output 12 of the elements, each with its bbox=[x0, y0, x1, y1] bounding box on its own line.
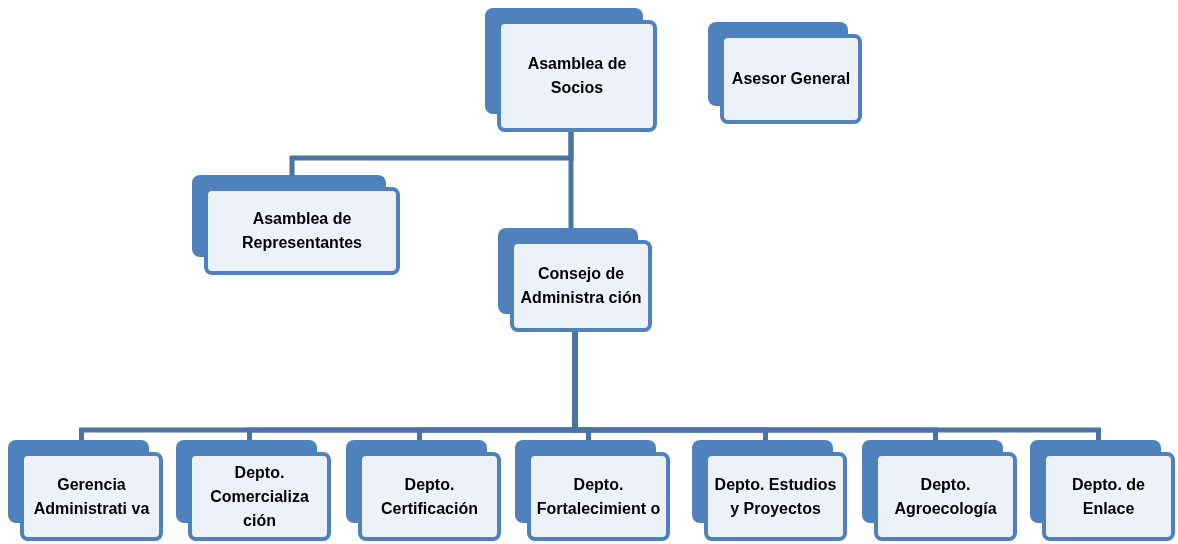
connector-line bbox=[568, 132, 574, 228]
box-label: Depto. Fortalecimient o bbox=[535, 474, 662, 519]
box-label: Asamblea de Socios bbox=[526, 54, 628, 98]
box-label: Consejo de Administra ción bbox=[519, 264, 643, 308]
box-label: Depto. Agroecología bbox=[893, 474, 998, 519]
box-label: Depto. Comercializa ción bbox=[209, 462, 310, 531]
box-label: Asesor General bbox=[731, 69, 851, 89]
box-label: Asamblea de Representantes bbox=[240, 209, 363, 253]
box-label: Gerencia Administrati va bbox=[32, 474, 151, 519]
box-label: Depto. Estudios y Proyectos bbox=[713, 474, 838, 519]
box-label: Depto. Certificación bbox=[380, 474, 479, 519]
box-label: Depto. de Enlace bbox=[1071, 474, 1146, 519]
